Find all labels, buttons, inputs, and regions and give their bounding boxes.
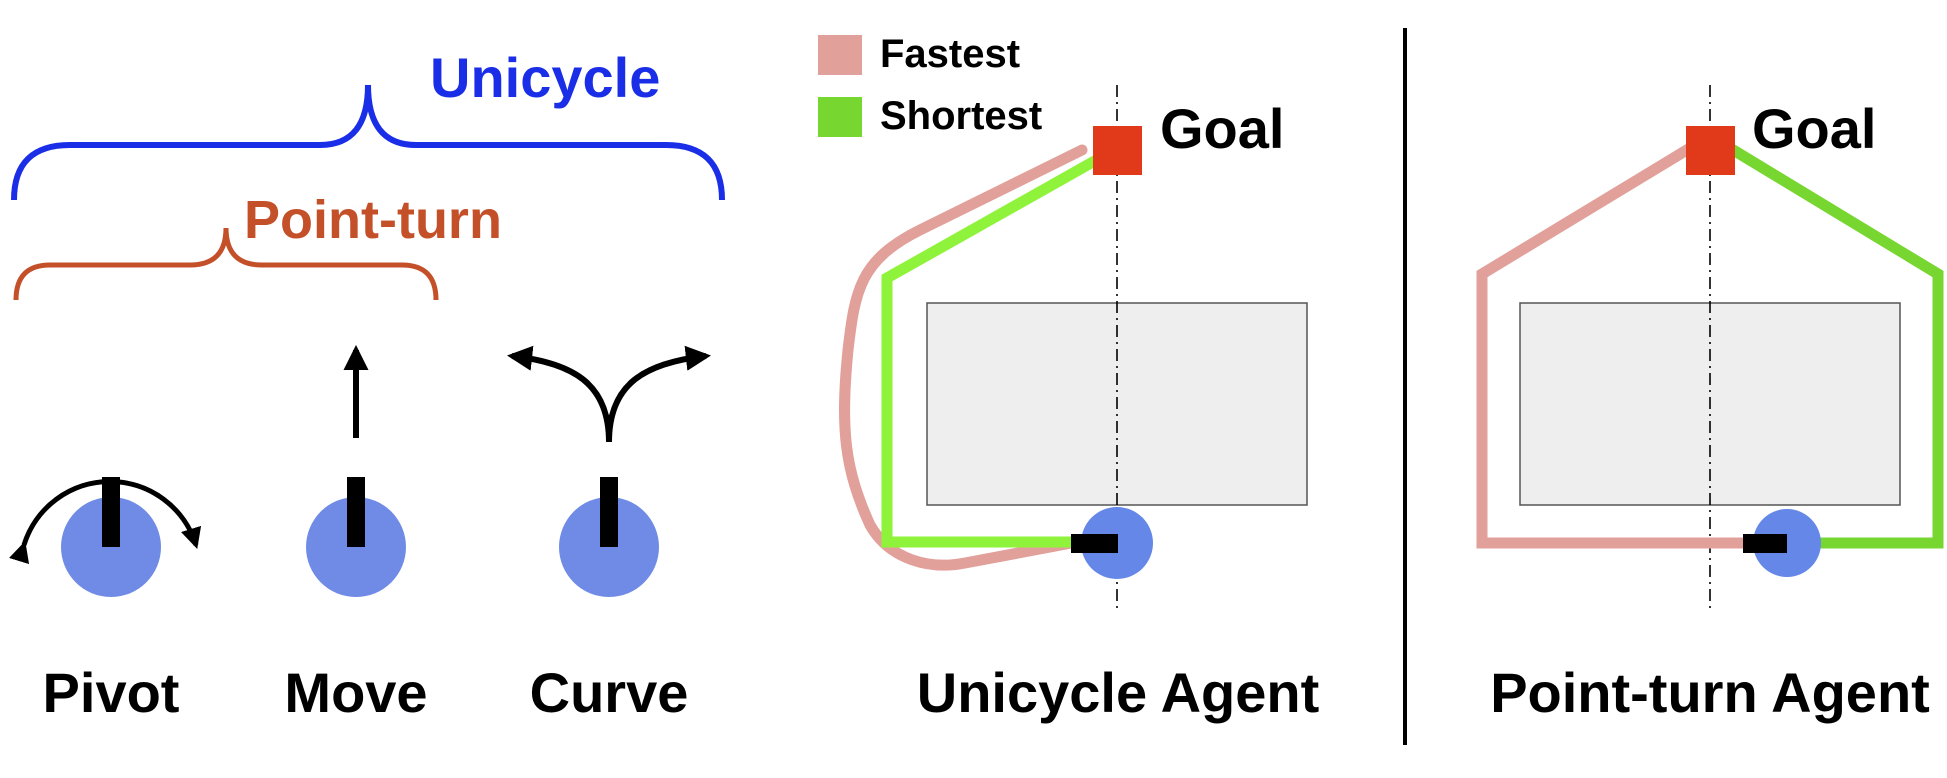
point-turn-label: Point-turn	[244, 190, 502, 250]
point-turn-shortest-path	[1722, 140, 1944, 549]
curve-arrow-icon	[506, 345, 712, 443]
legend-shortest-label: Shortest	[880, 94, 1042, 138]
move-label: Move	[284, 661, 427, 724]
move-heading-marker	[347, 477, 365, 547]
pivot-label: Pivot	[43, 661, 180, 724]
point-turn-fastest-path	[1476, 140, 1755, 549]
pivot-heading-marker	[102, 477, 120, 547]
point-turn-agent-heading	[1743, 534, 1787, 553]
point-turn-goal-marker	[1686, 126, 1735, 175]
legend: Fastest Shortest	[818, 32, 1042, 138]
unicycle-goal-label: Goal	[1160, 97, 1284, 160]
point-turn-brace	[13, 227, 439, 301]
unicycle-goal-marker	[1093, 126, 1142, 175]
legend-shortest-swatch	[818, 97, 862, 137]
unicycle-brace	[11, 84, 725, 201]
point-turn-goal-label: Goal	[1752, 97, 1876, 160]
unicycle-fastest-path	[838, 144, 1088, 571]
point-turn-agent-title: Point-turn Agent	[1490, 661, 1930, 724]
unicycle-label: Unicycle	[430, 46, 660, 109]
legend-fastest-label: Fastest	[880, 32, 1020, 76]
unicycle-agent-title: Unicycle Agent	[917, 661, 1319, 724]
curve-heading-marker	[600, 477, 618, 547]
unicycle-agent-heading	[1071, 534, 1118, 553]
curve-label: Curve	[530, 661, 689, 724]
unicycle-shortest-path	[881, 145, 1117, 548]
legend-fastest-swatch	[818, 35, 862, 75]
